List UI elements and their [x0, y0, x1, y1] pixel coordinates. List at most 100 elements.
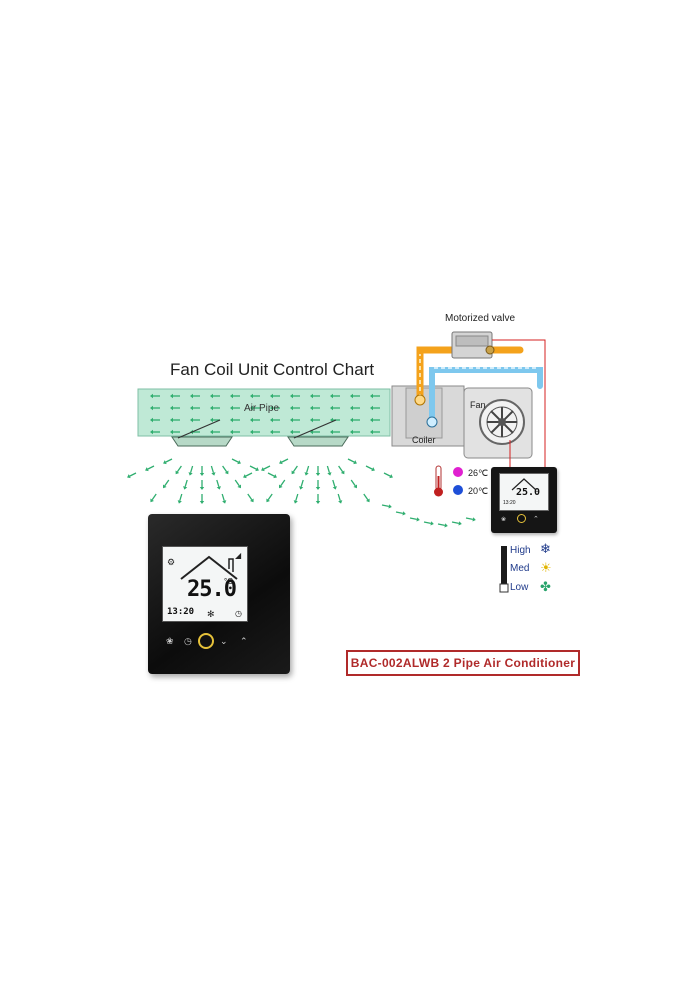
airflow-arrow [261, 465, 271, 472]
airflow-arrow [338, 465, 345, 475]
airflow-arrow [315, 494, 321, 504]
duct-arrow [250, 393, 260, 399]
duct-arrow [150, 429, 160, 435]
airflow-arrows [127, 458, 476, 528]
duct-arrow [190, 417, 200, 423]
duct-arrow [330, 405, 340, 411]
small-house-icon [511, 478, 537, 491]
duct-arrow [230, 405, 240, 411]
duct-arrow [270, 429, 280, 435]
mode-icon: ⚙ [167, 557, 176, 567]
airflow-arrow [234, 479, 242, 489]
duct-arrow [350, 393, 360, 399]
airflow-arrow [199, 494, 205, 504]
clock-button[interactable]: ◷ [184, 636, 192, 646]
airflow-arrow [162, 479, 170, 489]
airflow-arrow [395, 511, 406, 516]
duct-arrow [230, 429, 240, 435]
snowflake-mode-icon: ✻ [207, 609, 215, 619]
temperature-display: 25.0 [187, 577, 237, 602]
temp-cold-label: 20℃ [468, 486, 488, 496]
duct-arrow [370, 417, 380, 423]
temperature-unit: °C [224, 577, 233, 586]
airflow-arrow [326, 465, 332, 476]
speed-high-label: High [510, 545, 531, 556]
airflow-arrow [304, 465, 310, 476]
duct-arrow [250, 429, 260, 435]
duct-arrow [370, 405, 380, 411]
airflow-arrow [127, 472, 137, 479]
fan-mode-button[interactable]: ❀ [166, 636, 174, 646]
duct-arrow [170, 417, 180, 423]
duct-arrow [250, 417, 260, 423]
motorized-valve [451, 331, 495, 359]
temp-hot-label: 26℃ [468, 468, 488, 478]
airflow-arrow [278, 479, 286, 489]
temp-cold-dot [453, 485, 463, 495]
small-temp-display: 25.0 [516, 487, 541, 498]
airflow-arrow [315, 480, 321, 490]
thermostat-main: ⚙ ◢ 25.0 °C 13:20 ✻ ◷ ❀ ◷ ⌄ ⌃ [148, 514, 290, 674]
air-pipe-duct [137, 388, 391, 437]
duct-arrow [350, 429, 360, 435]
coil-box [405, 387, 443, 439]
duct-arrow [170, 429, 180, 435]
clock-icon: ◷ [235, 609, 242, 618]
duct-arrow [230, 393, 240, 399]
model-caption: BAC-002ALWB 2 Pipe Air Conditioner [346, 650, 580, 676]
airflow-arrow [423, 521, 434, 526]
airflow-arrow [183, 479, 188, 490]
small-up-button[interactable]: ⌃ [533, 516, 539, 523]
airflow-arrow [293, 493, 299, 504]
down-button[interactable]: ⌄ [220, 636, 228, 646]
duct-arrow [210, 393, 220, 399]
duct-arrow [190, 405, 200, 411]
up-button[interactable]: ⌃ [240, 636, 248, 646]
duct-arrow [150, 417, 160, 423]
sun-icon: ☀ [540, 560, 552, 575]
small-fan-button[interactable]: ❀ [501, 517, 507, 523]
duct-arrow [150, 393, 160, 399]
airflow-arrow [337, 493, 343, 504]
duct-arrow [350, 405, 360, 411]
thermometer-icon [434, 465, 443, 497]
airflow-arrow [199, 480, 205, 490]
airflow-arrow [383, 472, 393, 479]
airflow-arrow [267, 472, 277, 479]
power-button[interactable] [198, 633, 214, 649]
vent-left [171, 419, 233, 447]
duct-arrow [210, 429, 220, 435]
snowflake-icon: ❄ [540, 541, 551, 556]
airflow-arrow [177, 493, 183, 504]
duct-arrow [290, 417, 300, 423]
airflow-arrow [222, 465, 229, 475]
small-power-button[interactable] [517, 514, 526, 523]
airflow-arrow [243, 472, 253, 479]
coiler-label: Coiler [412, 435, 436, 445]
duct-arrow [270, 393, 280, 399]
duct-arrow [170, 405, 180, 411]
airflow-arrow [437, 523, 448, 528]
airflow-arrow [465, 517, 476, 522]
airflow-arrow [279, 458, 289, 465]
duct-arrow [310, 429, 320, 435]
airflow-arrow [221, 493, 227, 504]
airflow-arrow [381, 504, 392, 509]
airflow-arrow [451, 521, 462, 526]
duct-arrow [230, 417, 240, 423]
duct-arrow [370, 393, 380, 399]
duct-arrow [270, 417, 280, 423]
airflow-arrow [409, 517, 420, 522]
airflow-arrow [163, 458, 173, 465]
airflow-arrow [363, 493, 370, 503]
duct-arrow [290, 429, 300, 435]
thermostat-small: 25.0 13:20 ❀ ⌃ [491, 467, 557, 533]
airflow-arrow [332, 479, 337, 490]
fan-label: Fan [470, 400, 486, 410]
airflow-arrow [210, 465, 216, 476]
airflow-arrow [315, 466, 321, 476]
chart-title: Fan Coil Unit Control Chart [170, 360, 375, 379]
motorized-valve-label: Motorized valve [445, 313, 516, 324]
duct-arrow [190, 393, 200, 399]
